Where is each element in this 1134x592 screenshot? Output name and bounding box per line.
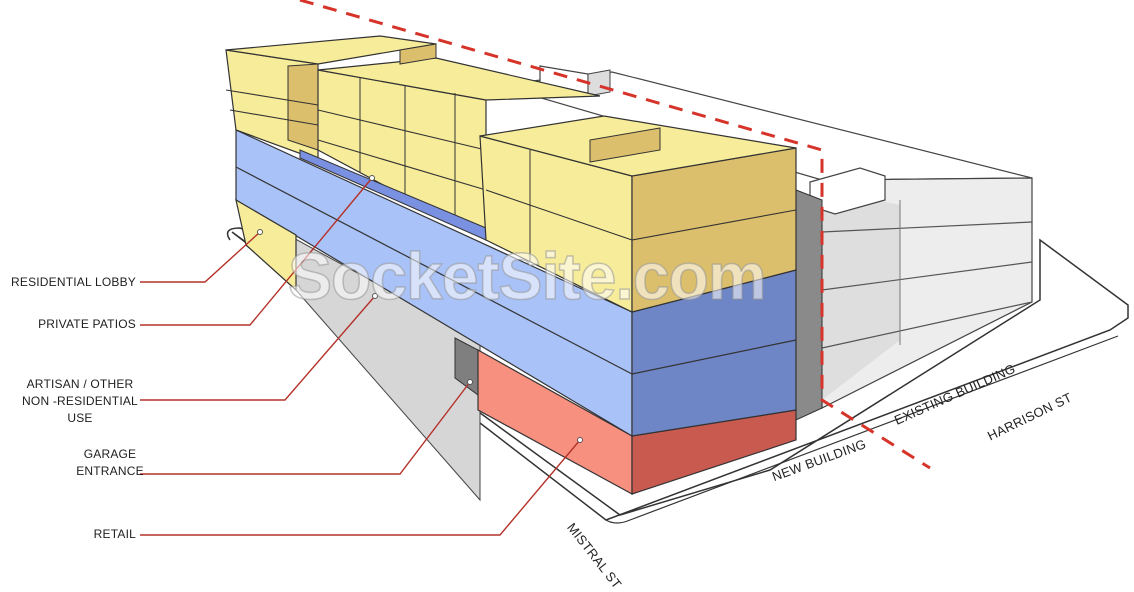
street-curb bbox=[605, 335, 1119, 524]
res-middle-floor-1 bbox=[317, 109, 487, 151]
building-massing-drawing bbox=[140, 0, 1129, 536]
label-artisan: ARTISAN / OTHER NON -RESIDENTIAL USE bbox=[22, 377, 138, 425]
party-wall bbox=[795, 189, 823, 421]
artisan-floor-line-side bbox=[235, 166, 633, 375]
leader-artisan bbox=[140, 295, 376, 401]
existing-floor-line-2 bbox=[821, 261, 1033, 291]
res-roof-box bbox=[399, 43, 437, 65]
res-middle-roof bbox=[317, 57, 601, 101]
leader-lines bbox=[140, 177, 581, 536]
label-private-patios: PRIVATE PATIOS bbox=[38, 317, 136, 331]
leader-garage bbox=[140, 381, 471, 475]
res-middle-floor-2 bbox=[317, 139, 487, 191]
res-right-floor-1 bbox=[485, 189, 633, 241]
leader-retail bbox=[140, 439, 581, 536]
property-line bbox=[299, 0, 931, 470]
rooftop-box-1-side bbox=[587, 69, 611, 97]
site-outline bbox=[231, 231, 1129, 521]
leader-private-patios bbox=[140, 177, 373, 326]
label-garage-entrance: GARAGE ENTRANCE bbox=[76, 447, 144, 478]
artisan-floor-line-front bbox=[631, 339, 797, 375]
existing-shadow bbox=[822, 188, 900, 400]
diagram-canvas: SocketSite.com RESIDENTIAL LOBBY PRIVATE… bbox=[11, 0, 1129, 592]
residential-mass bbox=[225, 35, 797, 313]
leader-residential-lobby bbox=[140, 231, 261, 283]
res-left-floor bbox=[225, 89, 319, 106]
res-right-roof-box bbox=[589, 127, 661, 163]
existing-floor-line-3 bbox=[821, 301, 1033, 349]
sidewalk-curb bbox=[226, 227, 246, 241]
res-right-floor-2 bbox=[631, 209, 797, 241]
res-left-floor-2 bbox=[229, 109, 319, 126]
label-retail: RETAIL bbox=[93, 527, 136, 541]
leader-dots bbox=[257, 175, 583, 443]
existing-floor-line-1 bbox=[821, 221, 1033, 233]
res-left-notch bbox=[287, 63, 319, 151]
label-residential-lobby: RESIDENTIAL LOBBY bbox=[11, 275, 136, 289]
watermark: SocketSite.com bbox=[287, 238, 767, 314]
residential-lobby bbox=[235, 198, 297, 292]
